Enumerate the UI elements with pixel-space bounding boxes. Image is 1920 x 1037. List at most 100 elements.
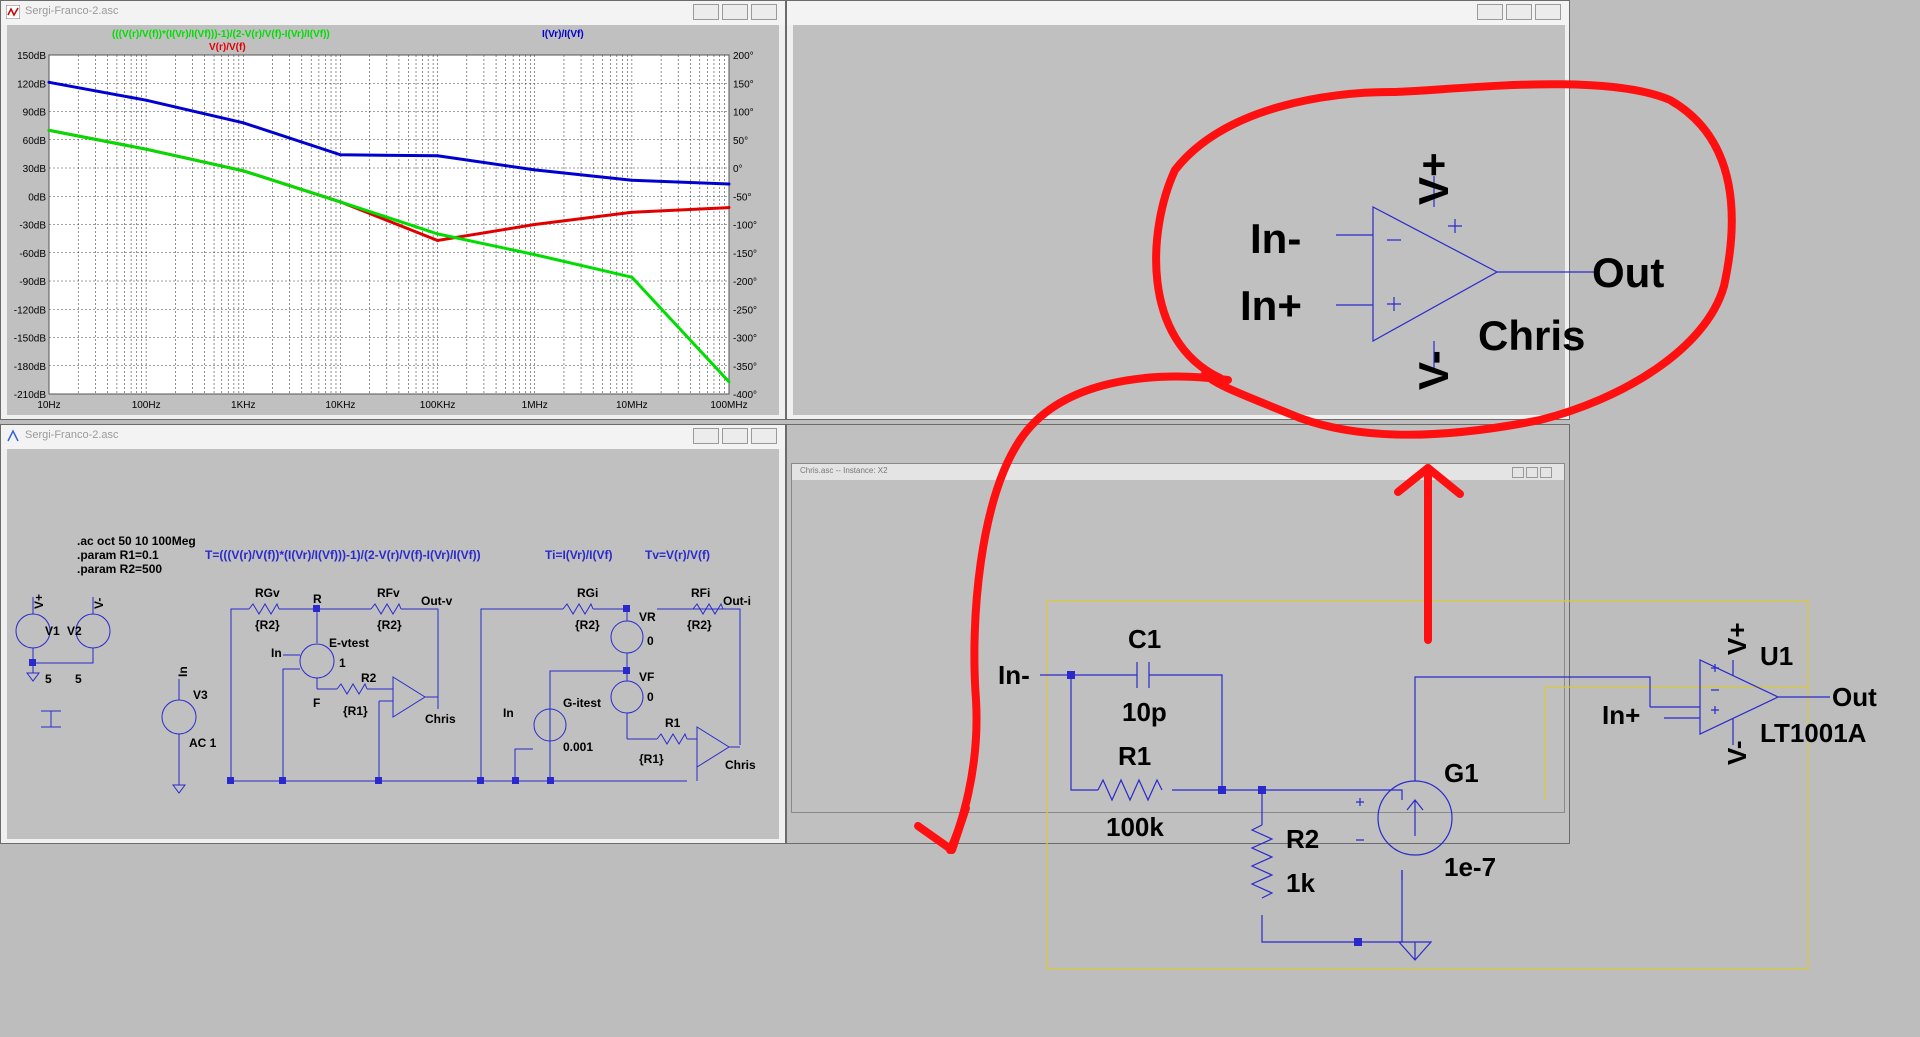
label-zero-b: 0: [647, 690, 654, 704]
sub-label-vminus: V-: [1722, 740, 1752, 765]
schematic-canvas[interactable]: .ac oct 50 10 100Meg .param R1=0.1 .para…: [7, 449, 779, 839]
label-r2: R2: [361, 671, 377, 685]
trace-label-green[interactable]: (((V(r)/V(f))*(I(Vr)/I(Vf)))-1)/(2-V(r)/…: [112, 29, 330, 40]
label-rgv: RGv: [255, 586, 280, 600]
sub-label-g1-val: 1e-7: [1444, 852, 1496, 882]
series-point-0: [338, 153, 342, 157]
symbol-window[interactable]: [786, 0, 1570, 420]
schematic-window-titlebar[interactable]: Sergi-Franco-2.asc: [1, 425, 785, 449]
bode-plot[interactable]: 150dB120dB90dB60dB30dB0dB-30dB-60dB-90dB…: [7, 25, 779, 415]
sub-label-u1-val: LT1001A: [1760, 718, 1867, 748]
subcircuit-inner-titlebar[interactable]: Chris.asc -- Instance: X2: [792, 464, 1564, 480]
label-gval: 0.001: [563, 740, 593, 754]
label-in-a: In: [176, 666, 190, 677]
series-point-0: [727, 182, 731, 186]
y-tick-left: -30dB: [19, 221, 46, 232]
pin-label-out: Out: [1592, 249, 1664, 296]
label-r1-val2: {R1}: [639, 752, 664, 766]
maximize-button[interactable]: [1506, 4, 1532, 20]
label-chris-a: Chris: [425, 712, 456, 726]
minimize-button[interactable]: [693, 428, 719, 444]
sub-label-inplus: In+: [1602, 700, 1640, 730]
close-button[interactable]: [751, 4, 777, 20]
sub-label-inminus: In-: [998, 660, 1030, 690]
sub-label-r1: R1: [1118, 741, 1151, 771]
y-tick-right: 100°: [733, 108, 754, 119]
label-out-i: Out-i: [723, 594, 751, 608]
y-tick-right: -300°: [733, 334, 757, 345]
schematic-window-title: Sergi-Franco-2.asc: [25, 429, 119, 441]
series-point-2: [727, 380, 731, 384]
y-tick-right: -150°: [733, 249, 757, 260]
chris-symbol[interactable]: [1336, 176, 1596, 370]
series-line-2[interactable]: [48, 128, 731, 383]
spice-directive-r1[interactable]: .param R1=0.1: [77, 548, 159, 562]
spice-directive-r2[interactable]: .param R2=500: [77, 562, 162, 576]
sub-label-u1: U1: [1760, 641, 1793, 671]
schematic-window[interactable]: Sergi-Franco-2.asc: [0, 424, 786, 844]
y-tick-right: -350°: [733, 362, 757, 373]
expr-tv[interactable]: Tv=V(r)/V(f): [645, 548, 710, 562]
y-tick-left: -60dB: [19, 249, 46, 260]
x-tick: 10Hz: [37, 400, 60, 411]
plot-grid: [48, 54, 730, 395]
y-tick-left: 30dB: [23, 164, 47, 175]
label-rgi: RGi: [577, 586, 598, 600]
y-tick-right: -50°: [733, 192, 751, 203]
subcircuit-window[interactable]: Chris.asc -- Instance: X2: [786, 424, 1570, 844]
series-point-2: [338, 200, 342, 204]
label-f-node: F: [313, 696, 320, 710]
y-tick-right: -400°: [733, 390, 757, 401]
y-tick-left: 150dB: [17, 51, 46, 62]
label-r-node: R: [313, 592, 322, 606]
minimize-button[interactable]: [693, 4, 719, 20]
x-tick: 100Hz: [132, 400, 161, 411]
y-tick-right: 150°: [733, 79, 754, 90]
minimize-button[interactable]: [1477, 4, 1503, 20]
x-tick: 10MHz: [616, 400, 648, 411]
label-rfv-val: {R2}: [377, 618, 402, 632]
pin-label-inplus: In+: [1240, 282, 1302, 329]
pin-label-vminus: V-: [1410, 350, 1457, 390]
schematic-pane[interactable]: .ac oct 50 10 100Meg .param R1=0.1 .para…: [7, 449, 779, 839]
trace-label-blue[interactable]: I(Vr)/I(Vf): [542, 29, 584, 40]
series-point-2: [630, 275, 634, 279]
series-point-2: [533, 253, 537, 257]
label-five-a: 5: [45, 672, 52, 686]
symbol-name: Chris: [1478, 312, 1585, 359]
subcircuit-pane[interactable]: Chris.asc -- Instance: X2: [787, 425, 1569, 843]
y-tick-left: 60dB: [23, 136, 47, 147]
label-v2: V2: [67, 624, 82, 638]
sub-label-c1-val: 10p: [1122, 697, 1167, 727]
close-button[interactable]: [751, 428, 777, 444]
maximize-button[interactable]: [722, 4, 748, 20]
series-point-0: [533, 168, 537, 172]
y-tick-left: -210dB: [14, 390, 47, 401]
expr-ti[interactable]: Ti=I(Vr)/I(Vf): [545, 548, 612, 562]
sub-label-vplus: V+: [1722, 622, 1752, 655]
trace-label-red[interactable]: V(r)/V(f): [209, 42, 246, 53]
symbol-window-titlebar[interactable]: [787, 1, 1569, 25]
series-point-2: [47, 128, 51, 132]
plot-window-titlebar[interactable]: Sergi-Franco-2.asc: [1, 1, 785, 25]
subcircuit-inner-window[interactable]: Chris.asc -- Instance: X2: [791, 463, 1565, 813]
label-vf: VF: [639, 670, 654, 684]
x-tick: 1MHz: [522, 400, 548, 411]
close-button[interactable]: [1540, 467, 1552, 478]
expr-t[interactable]: T=(((V(r)/V(f))*(I(Vr)/I(Vf)))-1)/(2-V(r…: [205, 548, 481, 562]
y-tick-right: -250°: [733, 305, 757, 316]
sub-label-c1: C1: [1128, 624, 1161, 654]
minimize-button[interactable]: [1512, 467, 1524, 478]
series-point-2: [436, 232, 440, 236]
label-in-b: In: [271, 646, 282, 660]
close-button[interactable]: [1535, 4, 1561, 20]
x-tick: 100KHz: [420, 400, 456, 411]
spice-directive-ac[interactable]: .ac oct 50 10 100Meg: [77, 534, 196, 548]
series-line-0[interactable]: [48, 80, 730, 186]
series-point-0: [436, 154, 440, 158]
maximize-button[interactable]: [722, 428, 748, 444]
label-vr: VR: [639, 610, 656, 624]
maximize-button[interactable]: [1526, 467, 1538, 478]
